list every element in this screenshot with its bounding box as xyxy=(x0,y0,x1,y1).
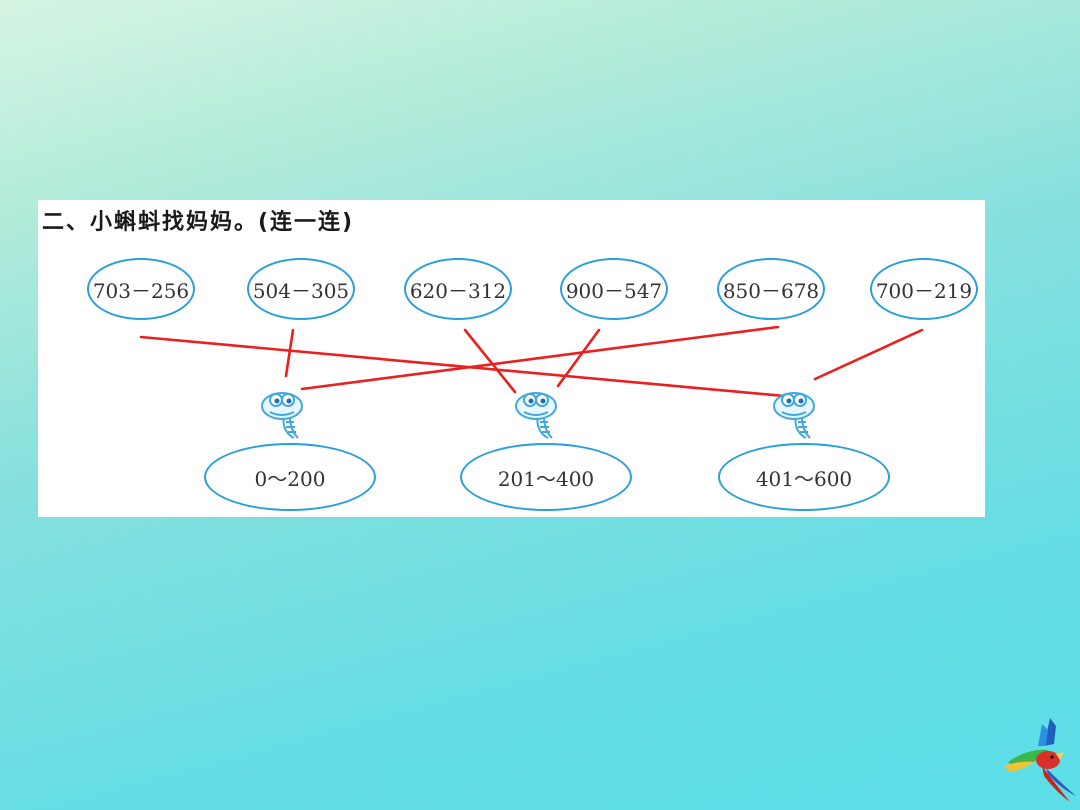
parrot-icon xyxy=(998,716,1078,806)
tadpole-icon xyxy=(510,386,570,442)
connection-lines xyxy=(139,325,924,398)
connection-line-3 xyxy=(463,328,517,394)
expression-1: 703－256 xyxy=(87,258,195,320)
connection-line-2 xyxy=(284,328,295,378)
range-3: 401～600 xyxy=(718,443,890,511)
expression-2: 504－305 xyxy=(247,258,355,320)
range-1: 0～200 xyxy=(204,443,376,511)
connection-line-6 xyxy=(813,328,924,381)
connection-line-1 xyxy=(139,335,786,398)
exercise-panel: 二、小蝌蚪找妈妈。(连一连) 703－256 504－305 620－312 9… xyxy=(38,200,985,517)
expression-3: 620－312 xyxy=(404,258,512,320)
range-2: 201～400 xyxy=(460,443,632,511)
expression-4: 900－547 xyxy=(560,258,668,320)
expression-6: 700－219 xyxy=(870,258,978,320)
tadpole-icon xyxy=(256,386,316,442)
connection-line-4 xyxy=(556,328,601,388)
exercise-heading: 二、小蝌蚪找妈妈。(连一连) xyxy=(42,210,355,235)
connection-line-5 xyxy=(300,325,780,391)
expression-5: 850－678 xyxy=(717,258,825,320)
tadpole-icon xyxy=(768,386,828,442)
